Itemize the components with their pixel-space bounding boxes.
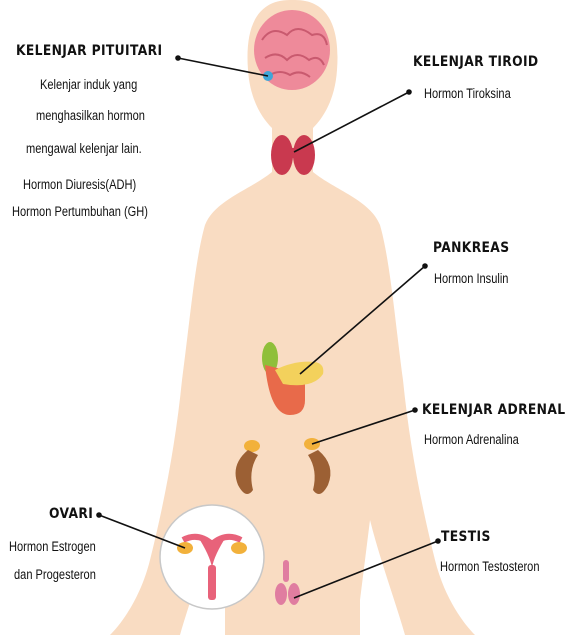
- testis-title: TESTIS: [441, 529, 491, 545]
- brain-organ: [254, 10, 330, 90]
- ovary-illustration: [160, 505, 264, 609]
- adrenal-title: KELENJAR ADRENAL: [422, 402, 565, 418]
- pituitari-hormone-gh: Hormon Pertumbuhan (GH): [12, 204, 148, 220]
- tiroid-title: KELENJAR TIROID: [413, 54, 538, 70]
- tiroid-hormone: Hormon Tiroksina: [424, 86, 511, 102]
- adrenal-hormone: Hormon Adrenalina: [424, 432, 519, 448]
- pituitari-hormone-adh: Hormon Diuresis(ADH): [23, 177, 136, 193]
- ovari-hormone-line2: dan Progesteron: [14, 567, 96, 583]
- pituitari-desc-line3: mengawal kelenjar lain.: [26, 141, 142, 157]
- pankreas-title: PANKREAS: [433, 240, 509, 256]
- pituitari-desc-line1: Kelenjar induk yang: [40, 77, 137, 93]
- ovari-hormone-line1: Hormon Estrogen: [9, 539, 96, 555]
- ovari-title: OVARI: [49, 506, 93, 522]
- testis-hormone: Hormon Testosteron: [440, 559, 539, 575]
- pankreas-hormone: Hormon Insulin: [434, 271, 508, 287]
- pituitari-title: KELENJAR PITUITARI: [16, 43, 162, 59]
- pituitari-desc-line2: menghasilkan hormon: [36, 108, 145, 124]
